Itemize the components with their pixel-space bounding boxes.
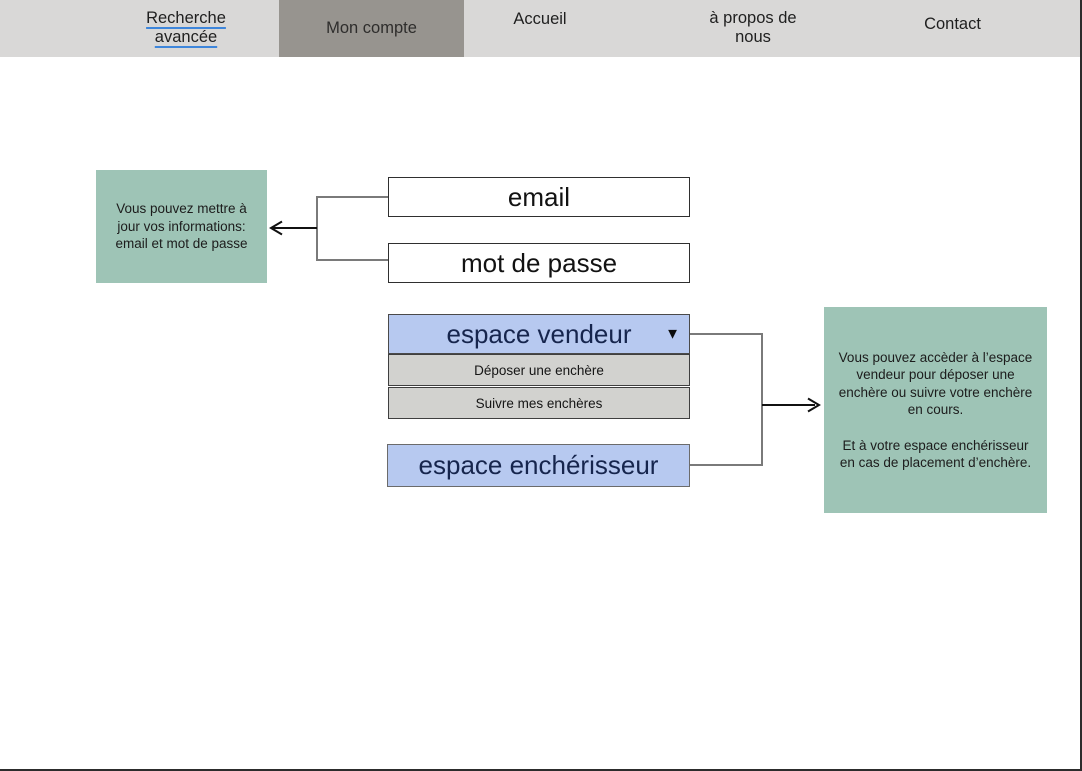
top-navbar: Recherche avancée Mon compte Accueil à p… bbox=[0, 0, 1082, 57]
canvas-border-bottom bbox=[0, 769, 1082, 771]
annotation-note-spaces-paragraph-2: Et à votre espace enchérisseur en cas de… bbox=[839, 437, 1032, 471]
bidder-space-button[interactable]: espace enchérisseur bbox=[387, 444, 690, 487]
dropdown-option-suivre-encheres[interactable]: Suivre mes enchères bbox=[388, 387, 690, 419]
dropdown-caret-icon: ▼ bbox=[665, 325, 680, 343]
nav-tab-a-propos-de-nous[interactable]: à propos de nous bbox=[709, 9, 797, 46]
nav-tab-contact[interactable]: Contact bbox=[924, 15, 981, 33]
nav-link-recherche-avancee[interactable]: Recherche avancée bbox=[146, 9, 226, 46]
nav-tab-mon-compte[interactable]: Mon compte bbox=[279, 0, 464, 57]
arrow-right-head-icon bbox=[807, 397, 821, 413]
arrow-left-head-icon bbox=[269, 220, 283, 236]
vendor-space-dropdown-label: espace vendeur bbox=[446, 318, 632, 349]
annotation-note-spaces: Vous pouvez accèder à l’espace vendeur p… bbox=[824, 307, 1047, 513]
annotation-note-spaces-paragraph-1: Vous pouvez accèder à l’espace vendeur p… bbox=[838, 349, 1033, 418]
canvas-border-right bbox=[1080, 0, 1082, 771]
vendor-space-dropdown[interactable]: espace vendeur ▼ bbox=[388, 314, 690, 354]
bracket-connector-right bbox=[690, 333, 763, 466]
bracket-connector-left bbox=[316, 196, 388, 261]
dropdown-option-deposer-enchere[interactable]: Déposer une enchère bbox=[388, 354, 690, 386]
nav-tab-accueil[interactable]: Accueil bbox=[513, 10, 567, 28]
password-field[interactable]: mot de passe bbox=[388, 243, 690, 283]
annotation-note-account-info: Vous pouvez mettre à jour vos informatio… bbox=[96, 170, 267, 283]
email-field[interactable]: email bbox=[388, 177, 690, 217]
